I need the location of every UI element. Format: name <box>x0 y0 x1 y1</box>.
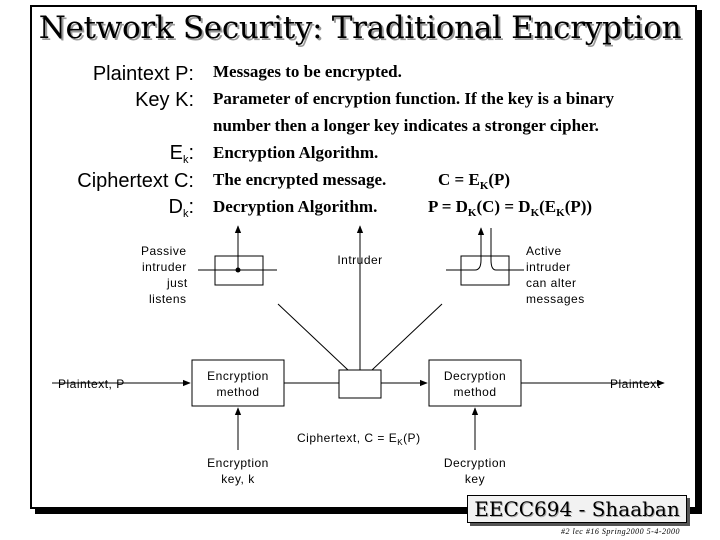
decryption-method-box <box>428 359 522 407</box>
def-key-line-2: number then a longer key indicates a str… <box>213 116 599 135</box>
decrypt-formula: P = DK(C) = DK(EK(P)) <box>428 197 593 219</box>
active-loop-down <box>490 228 497 271</box>
term-encryption-algorithm: Ek: <box>169 142 194 166</box>
encryption-method-box <box>191 359 285 407</box>
def-ciphertext: The encrypted message. <box>213 170 387 189</box>
term-key: Key K: <box>135 89 194 111</box>
def-decryption-algorithm: Decryption Algorithm. <box>213 197 378 216</box>
slide-frame <box>30 5 697 509</box>
ciphertext-box <box>338 369 382 399</box>
def-encryption-algorithm: Encryption Algorithm. <box>213 143 379 162</box>
ciphertext-label: Ciphertext, C = EK(P) <box>297 431 421 447</box>
slide-title: Network Security: Traditional Encryption <box>38 10 682 46</box>
term-decryption-algorithm: Dk: <box>168 196 194 220</box>
slide-footer: #2 lec #16 Spring2000 5-4-2000 <box>561 527 680 536</box>
def-key-line-1: Parameter of encryption function. If the… <box>213 89 615 108</box>
encrypt-formula: C = EK(P) <box>438 170 511 192</box>
intruder-line-right <box>371 303 443 371</box>
term-plaintext: Plaintext P: <box>92 63 194 85</box>
active-loop-up <box>474 227 485 271</box>
intruder-line-left <box>277 303 349 371</box>
intruder-label: Intruder <box>337 253 383 267</box>
plaintext-out-label: Plaintext <box>610 377 661 391</box>
passive-tap-dot <box>235 267 241 273</box>
term-ciphertext: Ciphertext C: <box>77 170 194 192</box>
course-badge: EECC694 - Shaaban <box>467 495 687 523</box>
def-plaintext: Messages to be encrypted. <box>213 62 402 81</box>
plaintext-in-label: Plaintext, P <box>58 377 125 391</box>
